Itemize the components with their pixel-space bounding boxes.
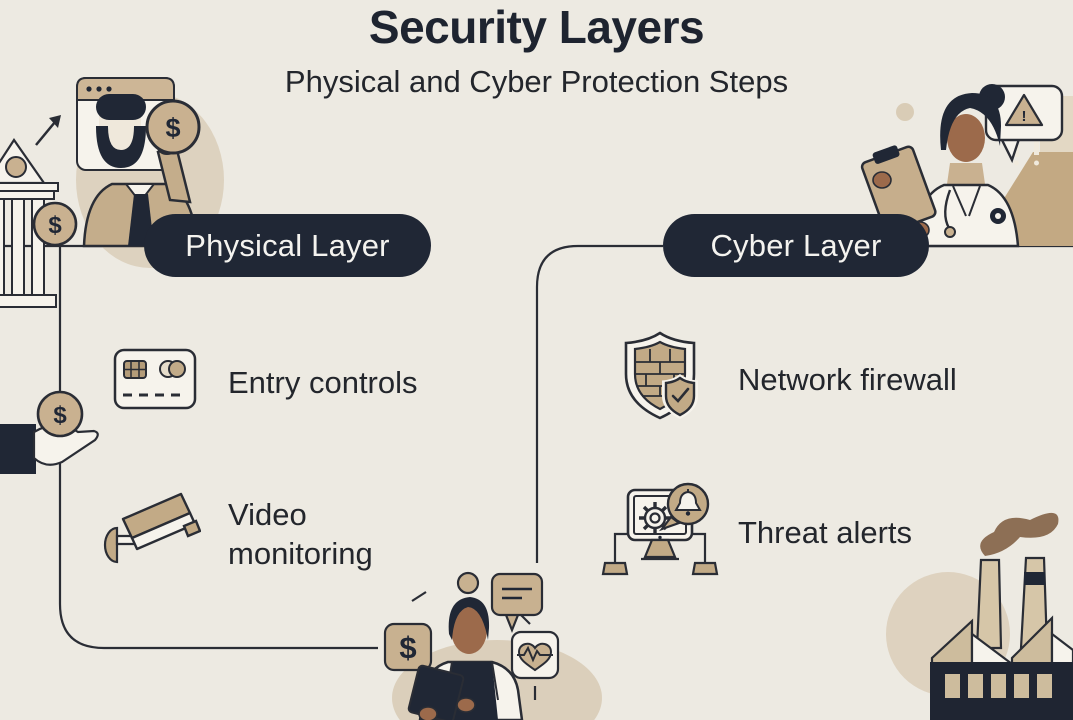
panel-glyphs bbox=[1014, 141, 1039, 166]
building-panel bbox=[1003, 152, 1073, 246]
cyber-branch-connector bbox=[535, 244, 663, 563]
list-item-label: Network firewall bbox=[738, 361, 957, 397]
doctor-hair bbox=[940, 93, 1001, 150]
person-hand bbox=[418, 706, 438, 720]
dollar-tile-illustration: $ bbox=[383, 622, 433, 672]
sleeve bbox=[0, 424, 36, 474]
coin-icon: $ bbox=[36, 390, 84, 438]
doctor-face bbox=[947, 114, 985, 162]
list-item-label: Threat alerts bbox=[738, 514, 913, 550]
banker-collar bbox=[123, 183, 157, 204]
list-item-label: Video monitoring bbox=[228, 497, 373, 571]
list-item-video-monitoring: Video monitoring bbox=[101, 486, 443, 584]
bell-bubble-icon bbox=[658, 482, 710, 532]
person-hand bbox=[456, 697, 476, 713]
threat-monitor-bell-icon bbox=[598, 477, 720, 589]
chat-bubble-illustration bbox=[490, 572, 544, 633]
cyber-layer-pill: Cyber Layer bbox=[663, 214, 929, 277]
firewall-shield-icon bbox=[618, 330, 702, 430]
tablet-person-illustration: $ bbox=[383, 571, 602, 720]
doctor-hand bbox=[872, 171, 892, 189]
svg-text:$: $ bbox=[165, 113, 180, 143]
coat-lapels bbox=[952, 185, 981, 217]
dot-accent bbox=[896, 103, 914, 121]
physical-layer-label: Physical Layer bbox=[185, 227, 390, 263]
physical-layer-pill: Physical Layer bbox=[144, 214, 431, 277]
pulse-line bbox=[517, 645, 553, 663]
page-subtitle: Physical and Cyber Protection Steps bbox=[284, 64, 789, 99]
cyber-layer-label: Cyber Layer bbox=[710, 227, 882, 263]
svg-text:!: ! bbox=[1022, 108, 1027, 125]
list-item-network-firewall: Network firewall bbox=[618, 330, 957, 430]
alert-speech-bubble-illustration: ! bbox=[984, 84, 1064, 164]
credit-card-icon bbox=[113, 348, 197, 418]
list-item-label: Entry controls bbox=[228, 364, 418, 400]
cctv-camera-icon bbox=[101, 486, 202, 584]
person-face bbox=[451, 606, 487, 654]
svg-text:$: $ bbox=[48, 212, 62, 239]
page-title: Security Layers bbox=[368, 1, 705, 53]
list-item-entry-controls: Entry controls bbox=[113, 348, 418, 418]
smoke-plume bbox=[980, 512, 1059, 556]
chimney bbox=[975, 558, 1003, 650]
svg-text:$: $ bbox=[53, 402, 67, 429]
banker-beard bbox=[96, 126, 146, 168]
growth-arrow-icon bbox=[35, 115, 61, 146]
dot-accent bbox=[456, 571, 480, 595]
banker-hair bbox=[96, 94, 146, 120]
list-item-threat-alerts: Threat alerts bbox=[598, 477, 912, 589]
header: Security Layers Physical and Cyber Prote… bbox=[0, 0, 1073, 100]
factory-with-smoke-illustration bbox=[886, 512, 1073, 720]
warning-triangle-icon: ! bbox=[1004, 93, 1044, 127]
heart-pulse-tile-illustration bbox=[510, 630, 560, 680]
coin-icon: $ bbox=[145, 99, 201, 155]
chimney-band bbox=[1024, 572, 1045, 585]
factory-windows bbox=[945, 674, 1052, 698]
stethoscope bbox=[944, 189, 952, 229]
clipboard bbox=[860, 145, 937, 234]
physical-branch-connector bbox=[58, 246, 378, 650]
coin-icon: $ bbox=[32, 201, 78, 247]
person-hair bbox=[448, 597, 490, 640]
svg-text:$: $ bbox=[399, 630, 416, 665]
hand-holding-coin-illustration: $ bbox=[0, 390, 99, 474]
bank-building-illustration: $ bbox=[0, 138, 78, 308]
roof-tooth bbox=[1050, 631, 1073, 666]
doctor-with-clipboard-illustration: ! bbox=[860, 84, 1073, 248]
